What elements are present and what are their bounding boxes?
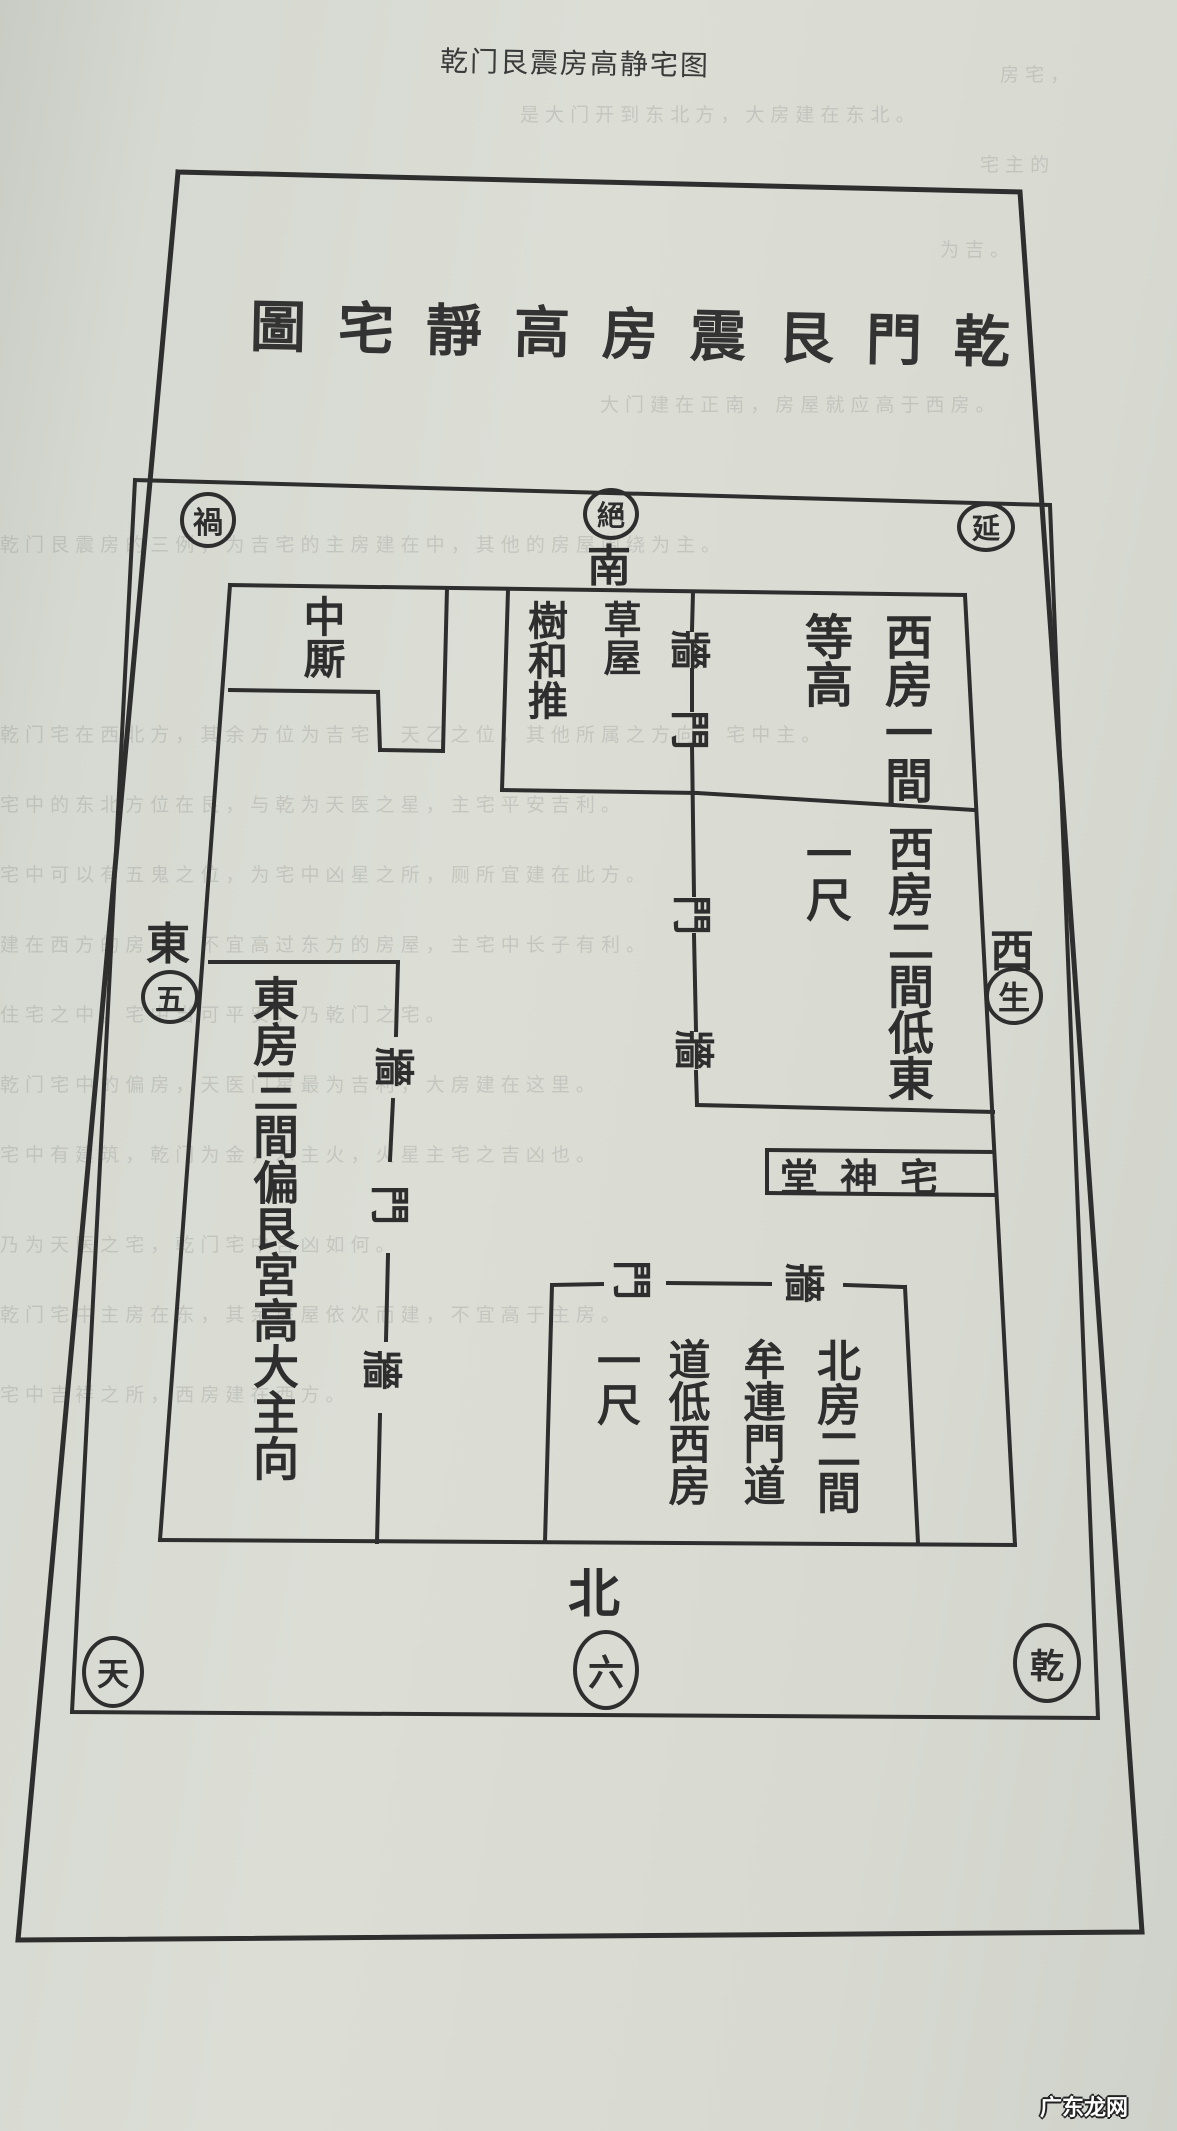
star-circle-tian: 天 bbox=[82, 1636, 144, 1708]
title-char: 高 bbox=[513, 299, 571, 367]
title-char: 門 bbox=[865, 306, 923, 375]
door-marker: 門 bbox=[666, 710, 713, 750]
star-circle-jue: 絕 bbox=[583, 488, 639, 540]
door-marker: 門 bbox=[366, 1185, 413, 1225]
star-circle-sheng: 生 bbox=[985, 967, 1043, 1025]
star-circle-liu: 六 bbox=[573, 1630, 639, 1710]
star-circle-qian: 乾 bbox=[1013, 1623, 1081, 1703]
title-char: 震 bbox=[689, 303, 747, 371]
room-west-2-note: 一尺 bbox=[799, 830, 853, 922]
bleed-text: 宅 中 可 以 有 五 鬼 之 位 ， 为 宅 中 凶 星 之 所 ， 厕 所 … bbox=[0, 864, 645, 886]
room-east: 東房三間偏艮宮高大主向 bbox=[246, 975, 300, 1481]
title-char: 乾 bbox=[953, 308, 1011, 376]
direction-west: 西 bbox=[990, 926, 1034, 977]
bleed-text: 宅 中 的 东 北 方 位 在 艮 ， 与 乾 为 天 医 之 星 ， 主 宅 … bbox=[0, 794, 620, 816]
title-char: 艮 bbox=[777, 305, 835, 373]
room-north-col2: 牟連門道 bbox=[737, 1338, 786, 1506]
wall-marker: 牆 bbox=[780, 1263, 827, 1303]
direction-north: 北 bbox=[568, 1564, 621, 1625]
star-circle-yan: 延 bbox=[957, 502, 1015, 552]
room-west-1: 西房一間 bbox=[876, 612, 932, 804]
room-west-1-note: 等高 bbox=[796, 612, 852, 708]
room-north-col3: 道低西房 bbox=[662, 1338, 711, 1506]
bleed-text: 宅 主 的 bbox=[980, 154, 1050, 176]
room-shrine: 宅神堂 bbox=[780, 1155, 961, 1200]
bleed-text: 大 门 建 在 正 南 ， 房 屋 就 应 高 于 西 房 。 bbox=[600, 394, 995, 416]
wall-marker: 牆 bbox=[666, 630, 713, 670]
bleed-text: 乾 门 宅 中 的 偏 房 ， 天 医 门 星 最 为 吉 利 ， 大 房 建 … bbox=[0, 1074, 595, 1096]
bleed-text: 房 宅 ， bbox=[1000, 64, 1070, 86]
bleed-text: 住 宅 之 中 ， 宅 中 当 可 平 安 ， 乃 乾 门 之 宅 。 bbox=[0, 1004, 445, 1026]
direction-east: 東 bbox=[146, 919, 190, 970]
direction-south: 南 bbox=[587, 541, 631, 592]
room-north-col1: 北房二間 bbox=[809, 1338, 860, 1514]
wall-marker: 牆 bbox=[358, 1350, 405, 1390]
bleed-text: 是 大 门 开 到 东 北 方 ， 大 房 建 在 东 北 。 bbox=[520, 104, 915, 126]
title-char: 靜 bbox=[425, 297, 483, 365]
star-circle-wu: 五 bbox=[141, 970, 199, 1024]
room-tree-note: 樹和推 bbox=[521, 600, 568, 720]
wall-marker: 牆 bbox=[370, 1047, 417, 1087]
bleed-text: 乾 门 宅 在 西 北 方 ， 其 余 方 位 为 吉 宅 ， 天 乙 之 位 … bbox=[0, 724, 821, 746]
bleed-text: 乃 为 天 医 之 宅 ， 乾 门 宅 中 吉 凶 如 何 。 bbox=[0, 1234, 395, 1256]
room-north-col4: 一尺 bbox=[589, 1338, 640, 1426]
bleed-text: 乾 门 宅 中 主 房 在 东 ， 其 余 房 屋 依 次 而 建 ， 不 宜 … bbox=[0, 1304, 620, 1326]
star-circle-huo: 禍 bbox=[180, 492, 236, 548]
room-west-2: 西房二間低東 bbox=[881, 825, 935, 1101]
title-char: 宅 bbox=[337, 295, 395, 364]
title-char: 房 bbox=[601, 301, 659, 369]
door-marker: 門 bbox=[608, 1260, 655, 1300]
title-char: 圖 bbox=[249, 294, 307, 362]
bleed-text: 宅 中 有 建 筑 ， 乾 门 为 金 ， 木 主 火 ， 火 星 主 宅 之 … bbox=[0, 1144, 595, 1166]
room-thatched-hut: 草屋 bbox=[597, 600, 642, 676]
room-latrine: 中厮 bbox=[297, 595, 346, 679]
bleed-text: 乾 门 艮 震 房 的 三 例 ， 为 吉 宅 的 主 房 建 在 中 ， 其 … bbox=[0, 534, 721, 556]
diagram-title: 圖 宅 靜 高 房 震 艮 門 乾 bbox=[249, 282, 1011, 379]
bleed-text: 建 在 西 方 的 房 屋 ， 不 宜 高 过 东 方 的 房 屋 ， 主 宅 … bbox=[0, 934, 645, 956]
door-marker: 門 bbox=[668, 895, 715, 935]
watermark: 广东龙网 bbox=[1040, 2096, 1129, 2121]
bleed-text: 为 吉 。 bbox=[940, 239, 1010, 261]
wall-marker: 牆 bbox=[670, 1030, 717, 1070]
